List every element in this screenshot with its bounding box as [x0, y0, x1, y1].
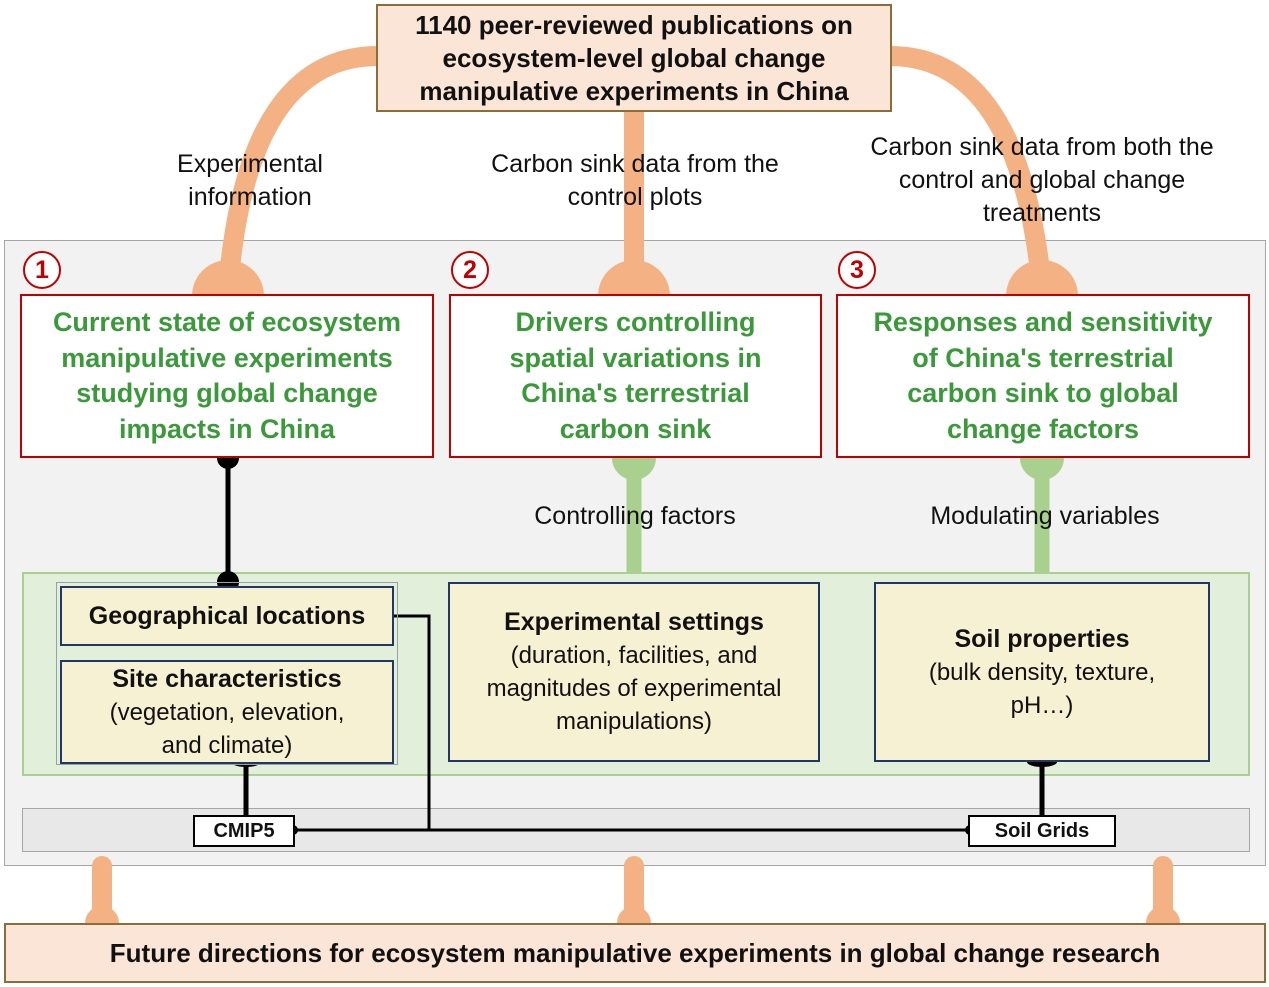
question-line: Current state of ecosystem — [52, 307, 402, 337]
question-box-responses: Responses and sensitivity of China's ter… — [836, 294, 1250, 458]
question-line: Responses and sensitivity — [873, 307, 1213, 337]
flow-cap-right — [1006, 260, 1078, 296]
variable-detail: pH…) — [1010, 691, 1074, 719]
variable-detail: (duration, facilities, and — [510, 642, 758, 669]
flow-arc-right — [880, 46, 1052, 300]
question-line: China's terrestrial — [521, 378, 750, 408]
flow-label-line: Carbon sink data from both the — [870, 133, 1214, 161]
question-line: carbon sink — [559, 413, 712, 444]
variable-detail: (vegetation, elevation, — [109, 698, 345, 726]
question-line: change factors — [946, 413, 1140, 444]
variable-detail: manipulations) — [555, 708, 713, 735]
question-line: spatial variations in — [509, 342, 762, 373]
flow-label-line: control and global change — [898, 166, 1186, 194]
flow-label-line: control plots — [567, 183, 703, 211]
variable-title: Site characteristics — [112, 664, 342, 693]
question-number-badge: 3 — [838, 251, 876, 289]
flow-label-line: Carbon sink data from the — [491, 150, 779, 178]
link-cap-middle — [612, 458, 656, 480]
flow-cap-left — [192, 260, 264, 296]
question-line: Drivers controlling — [515, 307, 756, 337]
variable-detail: and climate) — [161, 731, 293, 759]
variable-detail: (bulk density, texture, — [928, 658, 1156, 686]
question-box-current-state: Current state of ecosystem manipulative … — [20, 294, 434, 458]
flow-label-line: Experimental — [177, 150, 323, 178]
variable-title: Experimental settings — [504, 608, 764, 636]
soilgrids-dataset-box: Soil Grids — [968, 815, 1116, 847]
publications-line: manipulative experiments in China — [419, 75, 849, 106]
link-geo-datasets — [394, 614, 431, 830]
geographical-locations-box: Geographical locations — [60, 586, 394, 646]
site-variables-group — [56, 582, 398, 765]
question-line: manipulative experiments — [61, 342, 393, 373]
question-line: impacts in China — [118, 413, 336, 444]
link-cap-right — [1020, 458, 1064, 480]
future-directions-box: Future directions for ecosystem manipula… — [4, 923, 1266, 983]
soil-properties-box: Soil properties (bulk density, texture, … — [874, 582, 1210, 762]
flow-label-control-plots: Carbon sink data from the control plots — [455, 148, 815, 214]
publications-box: 1140 peer-reviewed publications on ecosy… — [376, 4, 892, 112]
link-label-modulating-variables: Modulating variables — [930, 502, 1160, 530]
flow-label-line: information — [188, 183, 312, 211]
question-line: studying global change — [76, 378, 378, 408]
variable-detail: magnitudes of experimental — [486, 675, 782, 702]
flow-label-line: treatments — [982, 199, 1102, 227]
publications-line: ecosystem-level global change — [442, 42, 826, 73]
flow-label-treatments: Carbon sink data from both the control a… — [832, 131, 1252, 230]
question-box-drivers: Drivers controlling spatial variations i… — [449, 294, 822, 458]
flow-arc-left — [218, 46, 388, 300]
variable-title: Soil properties — [954, 624, 1130, 653]
link-label-controlling-factors: Controlling factors — [534, 502, 736, 530]
experimental-settings-box: Experimental settings (duration, facilit… — [448, 582, 820, 762]
site-characteristics-box: Site characteristics (vegetation, elevat… — [60, 660, 394, 764]
cmip5-dataset-box: CMIP5 — [193, 815, 295, 847]
flow-cap-middle — [598, 260, 670, 296]
variable-title: Geographical locations — [88, 601, 366, 630]
flow-label-experimental-information: Experimental information — [130, 148, 370, 214]
future-directions-text: Future directions for ecosystem manipula… — [109, 937, 1161, 968]
question-line: carbon sink to global — [907, 378, 1179, 408]
question-line: of China's terrestrial — [912, 342, 1174, 373]
question-number-badge: 1 — [23, 251, 61, 289]
question-number-badge: 2 — [451, 251, 489, 289]
publications-line: 1140 peer-reviewed publications on — [415, 9, 853, 40]
